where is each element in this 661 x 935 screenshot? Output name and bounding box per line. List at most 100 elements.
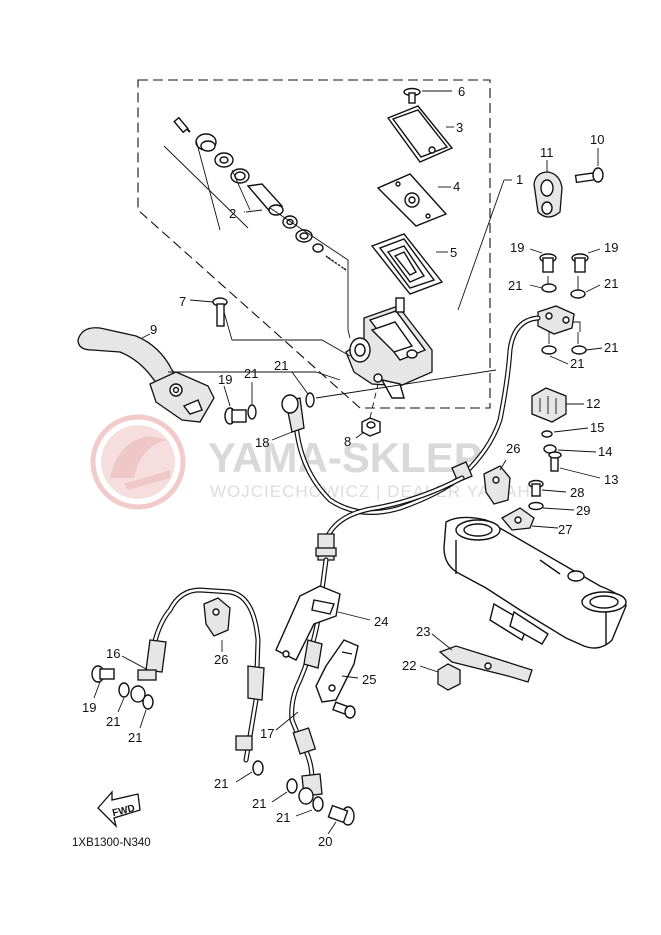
master-cylinder-body	[345, 297, 433, 399]
union-bolt-top-left	[539, 253, 557, 273]
callout-5[interactable]: 5	[450, 245, 457, 260]
callout-21[interactable]: 21	[244, 366, 258, 381]
callout-17[interactable]: 17	[260, 726, 274, 741]
fwd-label: FWD	[111, 803, 136, 819]
hose-bracket-23	[438, 645, 533, 683]
callout-14[interactable]: 14	[598, 444, 612, 459]
assembly-1-boundary	[137, 79, 491, 409]
lever-nut	[361, 417, 381, 437]
watermark-logo-icon	[90, 414, 186, 510]
hose-guide-22	[437, 663, 461, 691]
washer-top-2	[570, 289, 586, 299]
callout-19[interactable]: 19	[82, 700, 96, 715]
callout-8[interactable]: 8	[344, 434, 351, 449]
callout-20[interactable]: 20	[318, 834, 332, 849]
callout-3[interactable]: 3	[456, 120, 463, 135]
callout-21[interactable]: 21	[274, 358, 288, 373]
triple-clamp	[443, 516, 627, 649]
piston-pushrod	[173, 116, 191, 134]
callout-15[interactable]: 15	[590, 420, 604, 435]
hose-clamp-lower	[203, 597, 231, 637]
callout-7[interactable]: 7	[179, 294, 186, 309]
callout-19[interactable]: 19	[218, 372, 232, 387]
clamp-bolt	[574, 167, 604, 184]
hose-bracket-27	[500, 507, 535, 531]
callout-21[interactable]: 21	[604, 276, 618, 291]
left-washer-2	[142, 694, 154, 710]
callout-9[interactable]: 9	[150, 322, 157, 337]
brake-hose-lower	[315, 475, 465, 561]
callout-4[interactable]: 4	[453, 179, 460, 194]
diagram-code: 1XB1300-N340	[72, 837, 151, 849]
left-union-bolt	[91, 665, 115, 683]
callout-26[interactable]: 26	[214, 652, 228, 667]
diaphragm-plate	[376, 173, 448, 227]
brake-switch	[531, 387, 567, 423]
diaphragm	[370, 233, 444, 295]
right-union-bolt	[327, 804, 355, 826]
hose-guide-24	[275, 585, 341, 661]
callout-26[interactable]: 26	[506, 441, 520, 456]
callout-28[interactable]: 28	[570, 485, 584, 500]
reservoir-cap	[386, 105, 454, 163]
callout-11[interactable]: 11	[540, 145, 554, 160]
cap-screw	[403, 87, 421, 104]
washer-bottom-2	[571, 345, 587, 355]
callout-2[interactable]: 2	[229, 206, 236, 221]
switch-washer	[541, 430, 553, 438]
callout-16[interactable]: 16	[106, 646, 120, 661]
callout-21[interactable]: 21	[252, 796, 266, 811]
callout-6[interactable]: 6	[458, 84, 465, 99]
right-banjo	[298, 787, 314, 805]
mc-banjo	[281, 394, 299, 414]
watermark-title: YAMA-SKLEP	[208, 434, 482, 481]
callout-10[interactable]: 10	[590, 132, 604, 147]
callout-12[interactable]: 12	[586, 396, 600, 411]
callout-21[interactable]: 21	[508, 278, 522, 293]
right-washer-1	[252, 760, 264, 776]
callout-29[interactable]: 29	[576, 503, 590, 518]
callout-21[interactable]: 21	[128, 730, 142, 745]
callout-21[interactable]: 21	[604, 340, 618, 355]
callout-21[interactable]: 21	[106, 714, 120, 729]
callout-19[interactable]: 19	[604, 240, 618, 255]
callout-18[interactable]: 18	[255, 435, 269, 450]
left-banjo	[130, 685, 146, 703]
watermark: YAMA-SKLEP WOJCIECHOWICZ | DEALER YAMAHA	[90, 414, 543, 510]
mc-washer-1	[247, 404, 257, 420]
left-washer-1	[118, 682, 130, 698]
right-washer-2	[286, 778, 298, 794]
hose-clamp-top	[483, 465, 511, 505]
washer-bottom-1	[541, 345, 557, 355]
switch-screw	[548, 451, 562, 472]
callout-27[interactable]: 27	[558, 522, 572, 537]
handlebar-clamp	[533, 171, 563, 218]
bracket-bolt	[528, 479, 544, 497]
fwd-arrow-icon: FWD	[97, 790, 141, 829]
mc-union-bolt	[224, 407, 247, 425]
callout-23[interactable]: 23	[416, 624, 430, 639]
right-washer-3	[312, 796, 324, 812]
brake-hose-left	[137, 587, 265, 763]
brake-lever	[77, 327, 215, 423]
callout-13[interactable]: 13	[604, 472, 618, 487]
washer-top-1	[541, 283, 557, 293]
lever-pivot-bolt	[212, 297, 228, 327]
mc-washer-2	[305, 392, 315, 408]
callout-19[interactable]: 19	[510, 240, 524, 255]
watermark-subtitle: WOJCIECHOWICZ | DEALER YAMAHA	[210, 482, 543, 501]
piston-kit	[173, 116, 347, 271]
callout-21[interactable]: 21	[570, 356, 584, 371]
hose-junction-block	[537, 305, 575, 335]
callout-22[interactable]: 22	[402, 658, 416, 673]
bracket-washer	[528, 501, 544, 511]
callout-21[interactable]: 21	[214, 776, 228, 791]
callout-21[interactable]: 21	[276, 810, 290, 825]
hose-bracket-25	[315, 639, 359, 703]
callout-24[interactable]: 24	[374, 614, 388, 629]
callout-1[interactable]: 1	[516, 172, 523, 187]
callout-25[interactable]: 25	[362, 672, 376, 687]
bracket-25-bolt	[332, 701, 356, 719]
